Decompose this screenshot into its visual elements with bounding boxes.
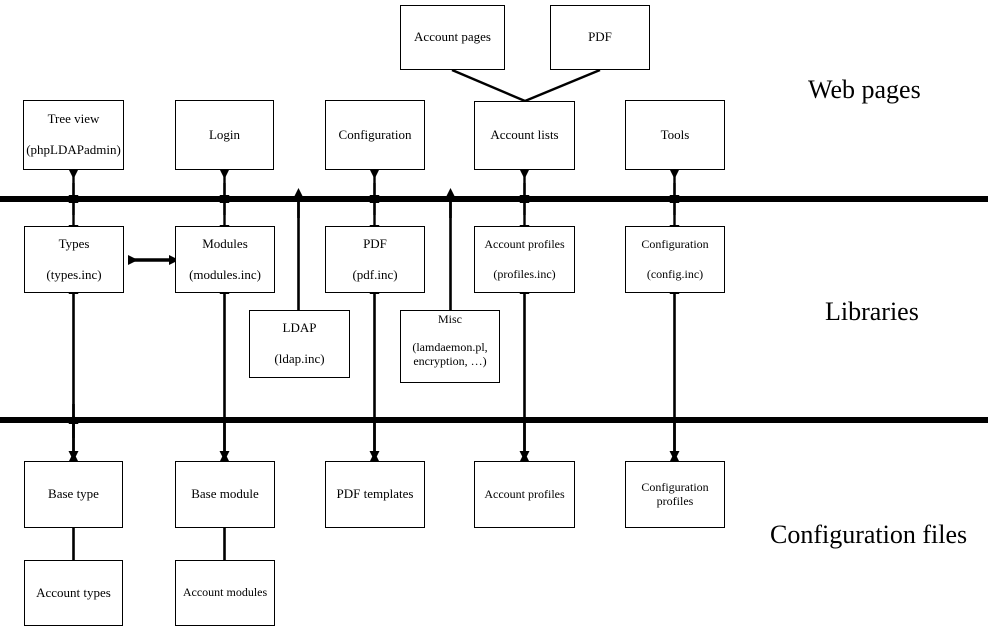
node-account-lists[interactable]: Account lists (474, 101, 575, 170)
node-misc-library[interactable]: Misc (lamdaemon.pl, encryption, …) (400, 310, 500, 383)
node-configuration-profiles-file-label: Configuration (641, 479, 709, 494)
band-web-libraries (0, 196, 988, 202)
node-tree-view[interactable]: Tree view (phpLDAPadmin) (23, 100, 124, 170)
node-modules-library[interactable]: Modules (modules.inc) (175, 226, 275, 293)
node-pdf-library-label: PDF (363, 235, 387, 251)
node-account-profiles-library-label: Account profiles (484, 236, 565, 251)
node-modules-library-sublabel: (modules.inc) (189, 266, 261, 282)
band2-arrowheads (68, 404, 680, 461)
node-account-modules[interactable]: Account modules (175, 560, 275, 626)
node-base-module-label: Base module (191, 486, 259, 502)
node-account-types[interactable]: Account types (24, 560, 123, 626)
node-modules-library-label: Modules (202, 235, 248, 251)
node-tree-view-label: Tree view (47, 111, 100, 127)
node-types-library[interactable]: Types (types.inc) (24, 226, 124, 293)
node-configuration-profiles-file-sublabel: profiles (656, 493, 694, 508)
band-libraries-config (0, 417, 988, 423)
node-base-module[interactable]: Base module (175, 461, 275, 528)
zone-label-web-pages: Web pages (808, 75, 921, 104)
node-pdf-library[interactable]: PDF (pdf.inc) (325, 226, 425, 293)
node-misc-library-sublabel2: encryption, …) (413, 353, 487, 368)
node-account-profiles-file-label: Account profiles (484, 486, 565, 501)
node-types-library-label: Types (58, 235, 90, 251)
node-account-types-label: Account types (36, 584, 111, 600)
account-pages-to-account-lists-line (451, 68, 526, 103)
node-account-profiles-file[interactable]: Account profiles (474, 461, 575, 528)
node-login-label: Login (208, 126, 241, 142)
zone-label-libraries: Libraries (825, 297, 919, 326)
node-configuration-page-label: Configuration (338, 126, 412, 142)
zone-label-configuration-files: Configuration files (770, 520, 968, 549)
node-tools-label: Tools (660, 126, 690, 142)
node-pdf-templates[interactable]: PDF templates (325, 461, 425, 528)
node-tree-view-sublabel: (phpLDAPadmin) (26, 142, 121, 157)
node-configuration-library[interactable]: Configuration (config.inc) (625, 226, 725, 293)
node-login[interactable]: Login (175, 100, 274, 170)
node-ldap-library-sublabel: (ldap.inc) (274, 351, 325, 366)
pdf-top-to-account-lists-line (524, 68, 601, 103)
node-configuration-profiles-file[interactable]: Configuration profiles (625, 461, 725, 528)
node-account-pages-label: Account pages (414, 29, 491, 45)
node-pdf-page-label: PDF (588, 29, 612, 45)
node-tools[interactable]: Tools (625, 100, 725, 170)
node-account-modules-label: Account modules (182, 585, 268, 600)
node-base-type[interactable]: Base type (24, 461, 123, 528)
node-configuration-library-label: Configuration (641, 236, 709, 251)
node-account-profiles-library[interactable]: Account profiles (profiles.inc) (474, 226, 575, 293)
node-configuration-page[interactable]: Configuration (325, 100, 425, 170)
node-account-pages[interactable]: Account pages (400, 5, 505, 70)
node-misc-library-label: Misc (438, 312, 462, 326)
node-account-profiles-library-sublabel: (profiles.inc) (493, 266, 556, 281)
node-misc-library-sublabel: (lamdaemon.pl, (412, 339, 488, 354)
node-account-lists-label: Account lists (490, 127, 559, 143)
node-configuration-library-sublabel: (config.inc) (646, 266, 704, 281)
node-pdf-page[interactable]: PDF (550, 5, 650, 70)
node-ldap-library-label: LDAP (282, 320, 317, 336)
node-pdf-library-sublabel: (pdf.inc) (352, 266, 398, 282)
node-types-library-sublabel: (types.inc) (46, 266, 102, 282)
node-base-type-label: Base type (48, 486, 99, 502)
node-pdf-templates-label: PDF templates (336, 486, 414, 502)
node-ldap-library[interactable]: LDAP (ldap.inc) (249, 310, 350, 378)
